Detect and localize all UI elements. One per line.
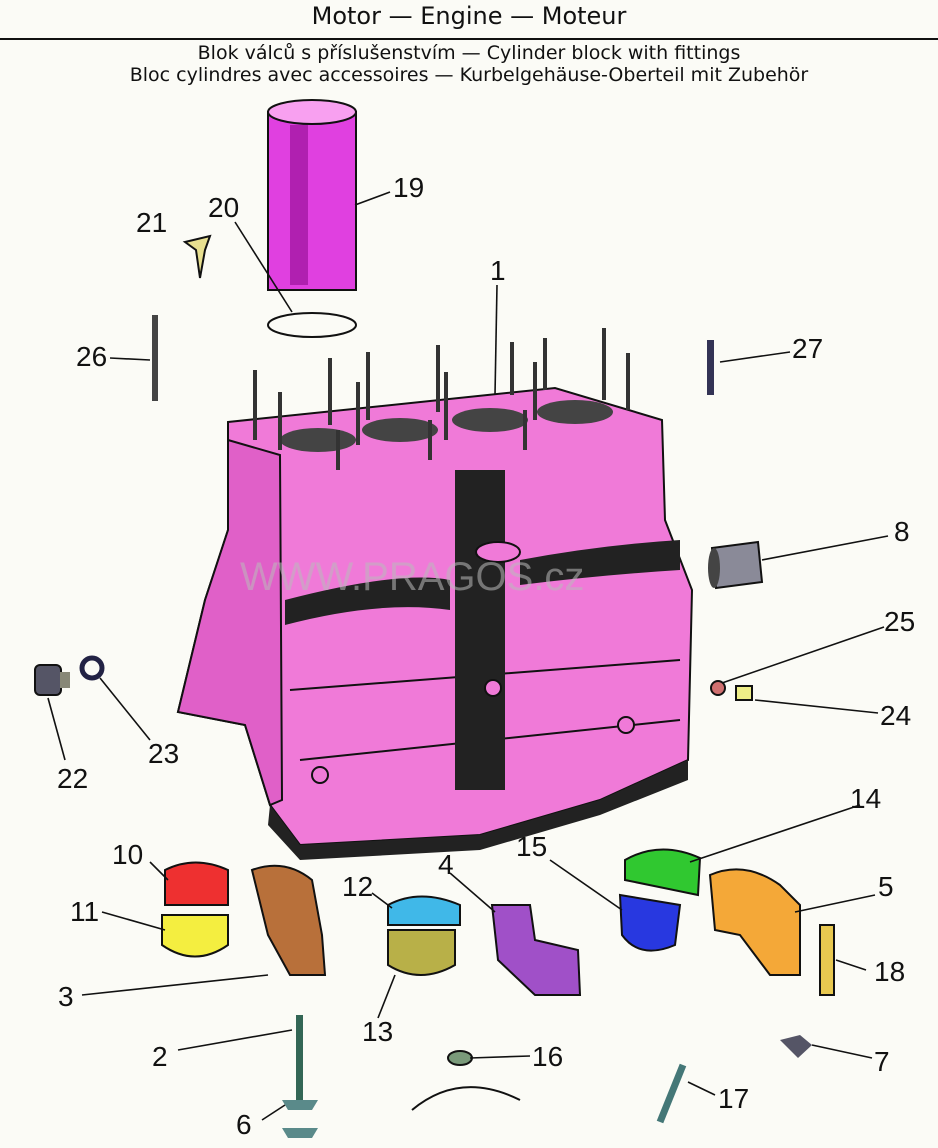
callout-number-24: 24 (880, 700, 911, 731)
page-title: Motor — Engine — Moteur (311, 2, 627, 30)
callout-number-15: 15 (516, 831, 547, 862)
callout-number-6: 6 (236, 1109, 252, 1140)
bolt-24-part[interactable] (735, 685, 753, 701)
callout-number-8: 8 (894, 516, 910, 547)
nut-7-part[interactable] (780, 1035, 812, 1058)
leader-line-1 (494, 284, 498, 396)
subtitle-line-2: Bloc cylindres avec accessoires — Kurbel… (129, 64, 809, 86)
callout-number-4: 4 (438, 849, 454, 880)
bearing-shell-13-part[interactable] (387, 929, 456, 976)
callout-number-18: 18 (874, 956, 905, 987)
watermark: WWW.PRAGOS.cz (240, 555, 584, 599)
stud-26-part[interactable] (152, 315, 158, 401)
leader-line-3 (81, 974, 269, 996)
bearing-cap-3-part[interactable] (250, 864, 327, 976)
leader-line-11 (101, 911, 166, 931)
wing-nut-6-part[interactable] (282, 1100, 318, 1138)
leader-line-23 (99, 677, 151, 741)
callout-labels: 1234567810111213141516171819202122232425… (47, 172, 915, 1140)
leader-line-25 (721, 626, 885, 684)
washer-25-part[interactable] (710, 680, 726, 696)
callout-number-1: 1 (490, 255, 506, 286)
leader-line-6 (261, 1104, 286, 1121)
callout-number-22: 22 (57, 763, 88, 794)
callout-number-23: 23 (148, 738, 179, 769)
callout-number-20: 20 (208, 192, 239, 223)
leader-line-16 (469, 1055, 531, 1059)
bearing-outline-part (411, 1086, 521, 1111)
callout-number-11: 11 (70, 896, 99, 927)
o-ring-part[interactable] (267, 312, 357, 338)
cylinder-liner-part[interactable] (267, 99, 357, 291)
header-rule (0, 38, 938, 40)
subtitle-line-1: Blok válců s příslušenstvím — Cylinder b… (197, 42, 741, 64)
callout-number-14: 14 (850, 783, 881, 814)
leader-line-27 (719, 351, 791, 363)
callout-number-21: 21 (136, 207, 167, 238)
plug-16-part[interactable] (447, 1050, 473, 1066)
leader-line-14 (689, 804, 861, 863)
leader-line-10 (149, 861, 169, 881)
bearing-shell-15-part[interactable] (618, 893, 682, 952)
leader-line-24 (754, 699, 879, 714)
seal-strip-18-part[interactable] (819, 924, 835, 996)
leader-line-22 (47, 697, 66, 761)
bearing-cap-4-part[interactable] (490, 904, 582, 996)
leader-line-15 (549, 859, 623, 911)
dowel-17-part[interactable] (656, 1063, 687, 1124)
callout-number-7: 7 (874, 1046, 890, 1077)
stud-2-part[interactable] (296, 1015, 303, 1100)
callout-number-25: 25 (884, 606, 915, 637)
callout-number-26: 26 (76, 341, 107, 372)
washer-23-part[interactable] (79, 655, 105, 681)
leader-line-12 (371, 892, 393, 909)
wing-screw-part[interactable] (182, 234, 212, 279)
callout-number-12: 12 (342, 871, 373, 902)
callout-number-16: 16 (532, 1041, 563, 1072)
bearing-shell-10-part[interactable] (164, 861, 229, 906)
leader-line-13 (377, 974, 396, 1019)
leader-line-17 (687, 1081, 716, 1096)
cylinder-block-part[interactable] (176, 328, 694, 860)
page-subtitle: Blok válců s příslušenstvím — Cylinder b… (0, 42, 938, 86)
callout-number-17: 17 (718, 1083, 749, 1114)
callout-number-10: 10 (112, 839, 143, 870)
leader-line-5 (794, 894, 876, 913)
bearing-shell-11-part[interactable] (161, 914, 229, 958)
callout-number-2: 2 (152, 1041, 168, 1072)
leader-line-19 (354, 191, 391, 206)
stud-27-part[interactable] (707, 340, 714, 395)
leader-line-4 (449, 872, 496, 913)
callout-number-19: 19 (393, 172, 424, 203)
bushing-part[interactable] (708, 540, 764, 590)
bearing-shell-14-part[interactable] (624, 848, 702, 897)
bearing-cap-5-part[interactable] (708, 868, 801, 976)
leader-line-20 (234, 221, 293, 313)
callout-number-27: 27 (792, 333, 823, 364)
bearing-shell-12-part[interactable] (387, 895, 461, 926)
callout-number-13: 13 (362, 1016, 393, 1047)
plug-22-part[interactable] (34, 664, 70, 696)
leader-line-8 (761, 535, 889, 561)
leader-line-26 (109, 357, 151, 361)
callout-number-3: 3 (58, 981, 74, 1012)
callout-number-5: 5 (878, 871, 894, 902)
leader-line-18 (835, 959, 867, 971)
leader-line-2 (177, 1029, 293, 1051)
leader-line-7 (811, 1044, 873, 1059)
